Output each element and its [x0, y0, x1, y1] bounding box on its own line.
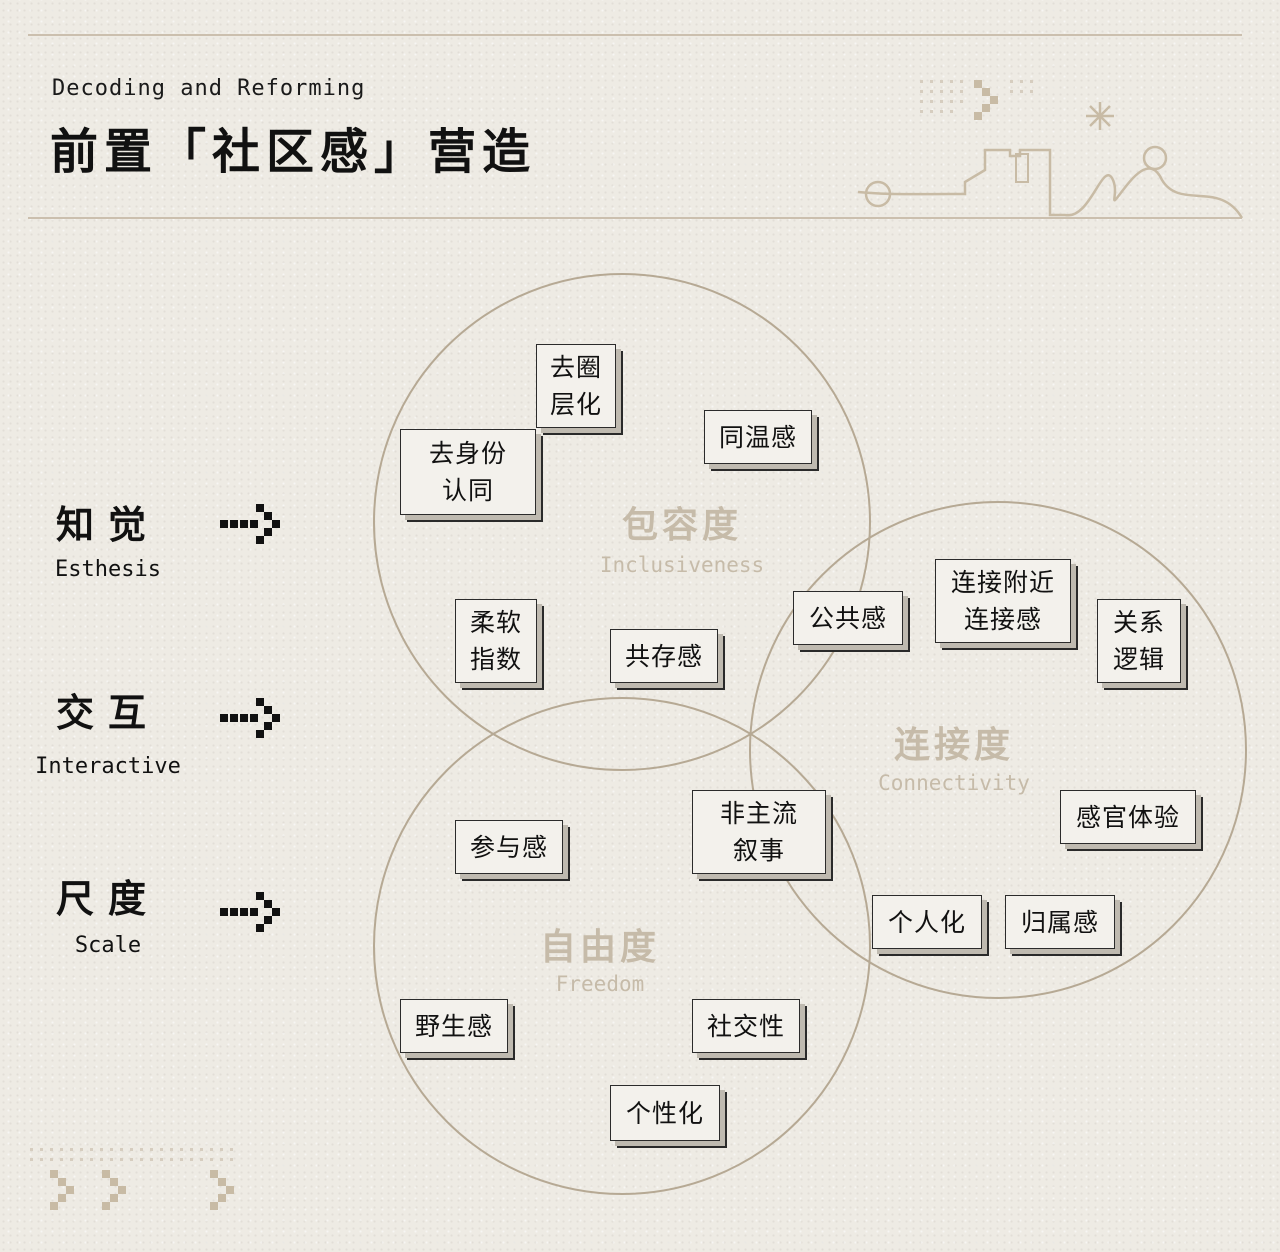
- dimension-interactive-zh: 交互: [55, 691, 160, 735]
- tree-icon: [864, 180, 892, 208]
- tag-qu-quan-cenghua: 去圈层化: [536, 344, 616, 428]
- building-window: [1015, 153, 1029, 183]
- tag-gerenhua: 个人化: [872, 895, 982, 949]
- freedom-circle: [373, 697, 871, 1195]
- tag-shejiao-xing: 社交性: [692, 999, 800, 1053]
- pixel-arrow-icon: [220, 892, 280, 932]
- top-rule: [28, 34, 1242, 36]
- dot-grid-icon: [920, 80, 1033, 113]
- tag-qu-shenfen-rentong: 去身份认同: [400, 429, 536, 515]
- header-rule: [28, 217, 1242, 219]
- dot-grid-icon: [30, 1148, 233, 1161]
- tag-gong-cun-gan: 共存感: [610, 629, 718, 683]
- tag-guishu-gan: 归属感: [1005, 895, 1115, 949]
- set-label-freedom: 自由度: [539, 927, 661, 968]
- set-label-freedom-en: Freedom: [555, 972, 645, 996]
- tree-icon: [1142, 145, 1168, 171]
- tag-gong-gong-gan: 公共感: [793, 591, 903, 645]
- set-label-connectivity: 连接度: [893, 725, 1015, 766]
- tag-tong-wen-gan: 同温感: [704, 410, 812, 464]
- tag-rouruan-zhishu: 柔软指数: [455, 599, 537, 683]
- tag-yesheng-gan: 野生感: [400, 999, 508, 1053]
- pixel-arrow-icon: [220, 698, 280, 738]
- set-label-inclusiveness: 包容度: [621, 505, 743, 546]
- dimension-interactive-en: Interactive: [35, 754, 181, 779]
- pixel-arrow-icon: [50, 1170, 234, 1210]
- tag-gexinghua: 个性化: [610, 1085, 720, 1141]
- page-title: 前置「社区感」营造: [50, 124, 537, 180]
- tag-ganguan-tiyan: 感官体验: [1060, 790, 1196, 844]
- town-skyline-illustration: [857, 80, 1244, 219]
- pixel-arrows-decoration: [30, 1148, 234, 1210]
- pixel-arrow-icon: [974, 80, 998, 120]
- dimension-esthesis-zh: 知觉: [55, 503, 160, 547]
- tag-can-yu-gan: 参与感: [455, 820, 563, 874]
- pixel-arrow-icon: [220, 504, 280, 544]
- tag-feizhuliu-xushi: 非主流叙事: [692, 790, 826, 874]
- dimension-scale-en: Scale: [74, 933, 142, 958]
- dimension-scale-zh: 尺度: [55, 877, 160, 921]
- tag-guanxi-luoji: 关系逻辑: [1097, 599, 1181, 683]
- connectivity-circle: [749, 501, 1247, 999]
- dimension-esthesis-en: Esthesis: [55, 557, 161, 582]
- set-label-inclusiveness-en: Inclusiveness: [599, 553, 765, 577]
- skyline-line: [857, 148, 1244, 219]
- tag-lianjie-fujin: 连接附近连接感: [935, 559, 1071, 643]
- set-label-connectivity-en: Connectivity: [878, 771, 1030, 795]
- inclusiveness-circle: [373, 273, 871, 771]
- asterisk-icon: [1086, 102, 1114, 130]
- page-subtitle: Decoding and Reforming: [52, 76, 366, 101]
